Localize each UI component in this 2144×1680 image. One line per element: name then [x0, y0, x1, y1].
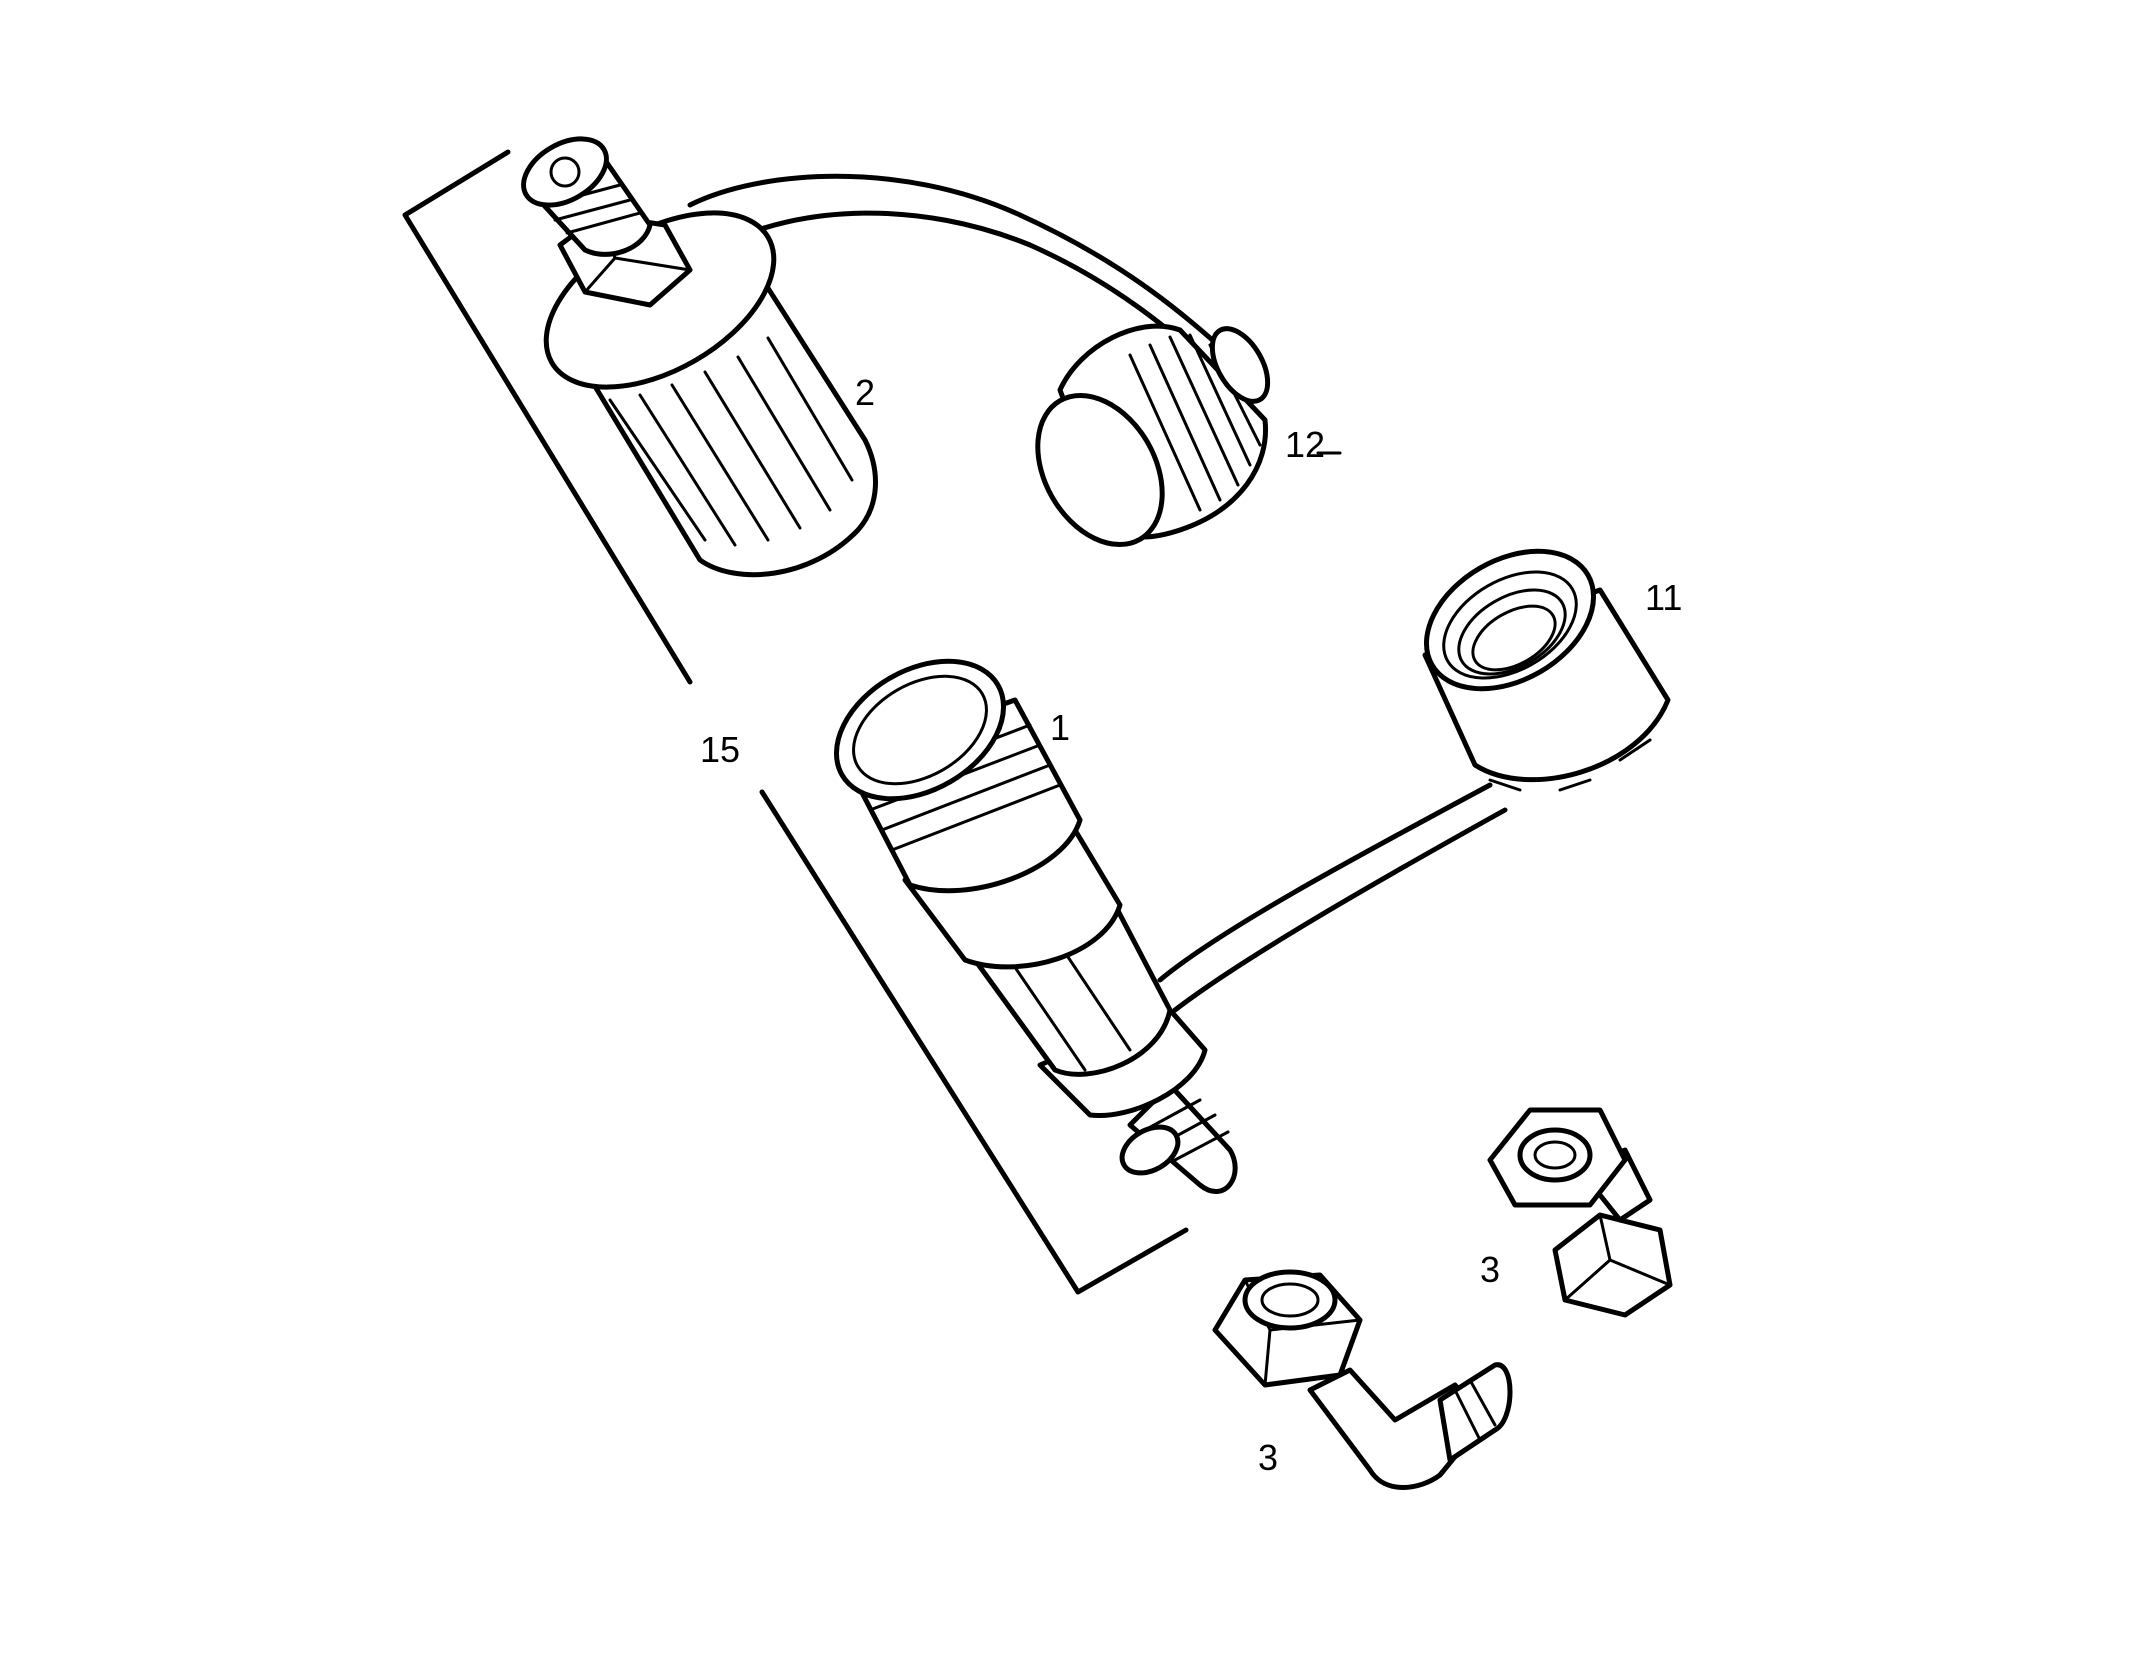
part-3-elbow-union: [1212, 1269, 1513, 1490]
callout-12: 12: [1285, 424, 1325, 465]
callout-3-elbow: 3: [1258, 1437, 1278, 1478]
assembly-bracket: [402, 149, 1189, 1295]
callout-15: 15: [700, 729, 740, 770]
part-12-threaded-plug: [1035, 323, 1271, 548]
callout-2: 2: [855, 372, 875, 413]
callout-11: 11: [1645, 577, 1682, 618]
part-1-hose-coupling: [833, 658, 1508, 1194]
part-2-filter-cap: [521, 136, 1238, 578]
callouts: 2 12 11 1 15 3 3: [700, 372, 1682, 1478]
callout-1: 1: [1050, 707, 1070, 748]
part-3-straight-union: [1487, 1107, 1673, 1318]
part-11-female-cap: [1422, 548, 1671, 792]
callout-3-straight: 3: [1480, 1249, 1500, 1290]
